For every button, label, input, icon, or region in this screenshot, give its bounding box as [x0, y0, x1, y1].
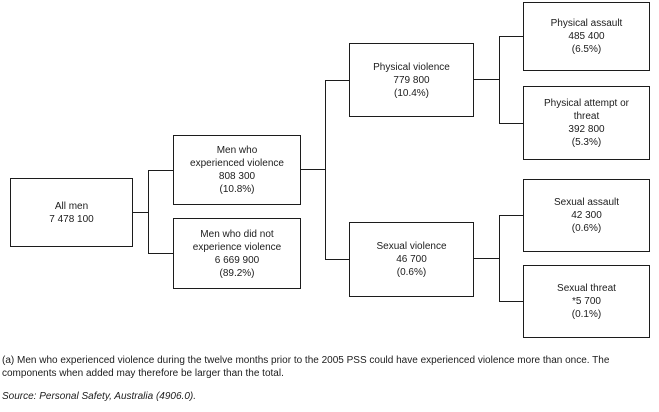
node-value: 779 800 [393, 74, 430, 86]
node-physical-attempt-or-threat: Physical attempt or threat 392 800 (5.3%… [523, 86, 650, 160]
node-value: 808 300 [218, 171, 256, 182]
connector-line [474, 258, 499, 259]
node-value: 392 800 [568, 124, 605, 135]
node-percent: (6.5%) [571, 44, 602, 55]
node-label: Physical assault [550, 18, 623, 29]
node-all-men: All men 7 478 100 [10, 178, 133, 247]
connector-line [499, 36, 523, 37]
connector-line [499, 215, 523, 216]
node-percent: (0.6%) [396, 267, 427, 278]
connector-line [474, 79, 499, 80]
connector-line [325, 259, 349, 260]
node-label: All men [54, 200, 89, 212]
node-men-experienced-violence: Men who experienced violence 808 300 (10… [173, 135, 301, 205]
node-men-did-not-experience-violence: Men who did not experience violence 6 66… [173, 218, 301, 289]
node-percent: (10.8%) [219, 184, 255, 195]
node-label: Physical attempt or threat [543, 98, 630, 122]
connector-line [325, 80, 349, 81]
node-physical-assault: Physical assault 485 400 (6.5%) [523, 2, 650, 71]
node-sexual-violence: Sexual violence 46 700 (0.6%) [349, 222, 474, 297]
node-value: 7 478 100 [49, 213, 94, 225]
connector-line [499, 123, 523, 124]
node-sexual-threat: Sexual threat *5 700 (0.1%) [523, 265, 650, 338]
node-label: Men who did not experience violence [192, 228, 282, 253]
connector-line [148, 253, 173, 254]
node-percent: (0.6%) [571, 223, 602, 234]
connector-line [148, 170, 173, 171]
node-label: Physical violence [373, 61, 450, 73]
node-value: 485 400 [568, 31, 605, 42]
node-percent: (0.1%) [571, 309, 602, 320]
node-label: Sexual assault [553, 197, 620, 208]
source-note: Source: Personal Safety, Australia (4906… [2, 391, 196, 402]
node-physical-violence: Physical violence 779 800 (10.4%) [349, 43, 474, 117]
connector-line [301, 169, 325, 170]
connector-line [499, 215, 500, 302]
connector-line [499, 301, 523, 302]
node-percent: (89.2%) [219, 267, 255, 279]
connector-line [148, 170, 149, 254]
connector-line [499, 36, 500, 124]
node-label: Sexual threat [557, 283, 616, 294]
connector-line [325, 80, 326, 260]
node-label: Sexual violence [376, 241, 447, 252]
node-percent: (10.4%) [393, 87, 429, 99]
node-percent: (5.3%) [571, 137, 602, 148]
node-label: Men who experienced violence [190, 145, 284, 169]
node-value: 6 669 900 [214, 254, 260, 266]
node-value: 46 700 [396, 254, 427, 265]
footnote-a: (a) Men who experienced violence during … [2, 355, 610, 379]
node-value: 42 300 [571, 210, 602, 221]
node-sexual-assault: Sexual assault 42 300 (0.6%) [523, 179, 650, 252]
node-value: *5 700 [572, 296, 601, 307]
connector-line [133, 212, 148, 213]
